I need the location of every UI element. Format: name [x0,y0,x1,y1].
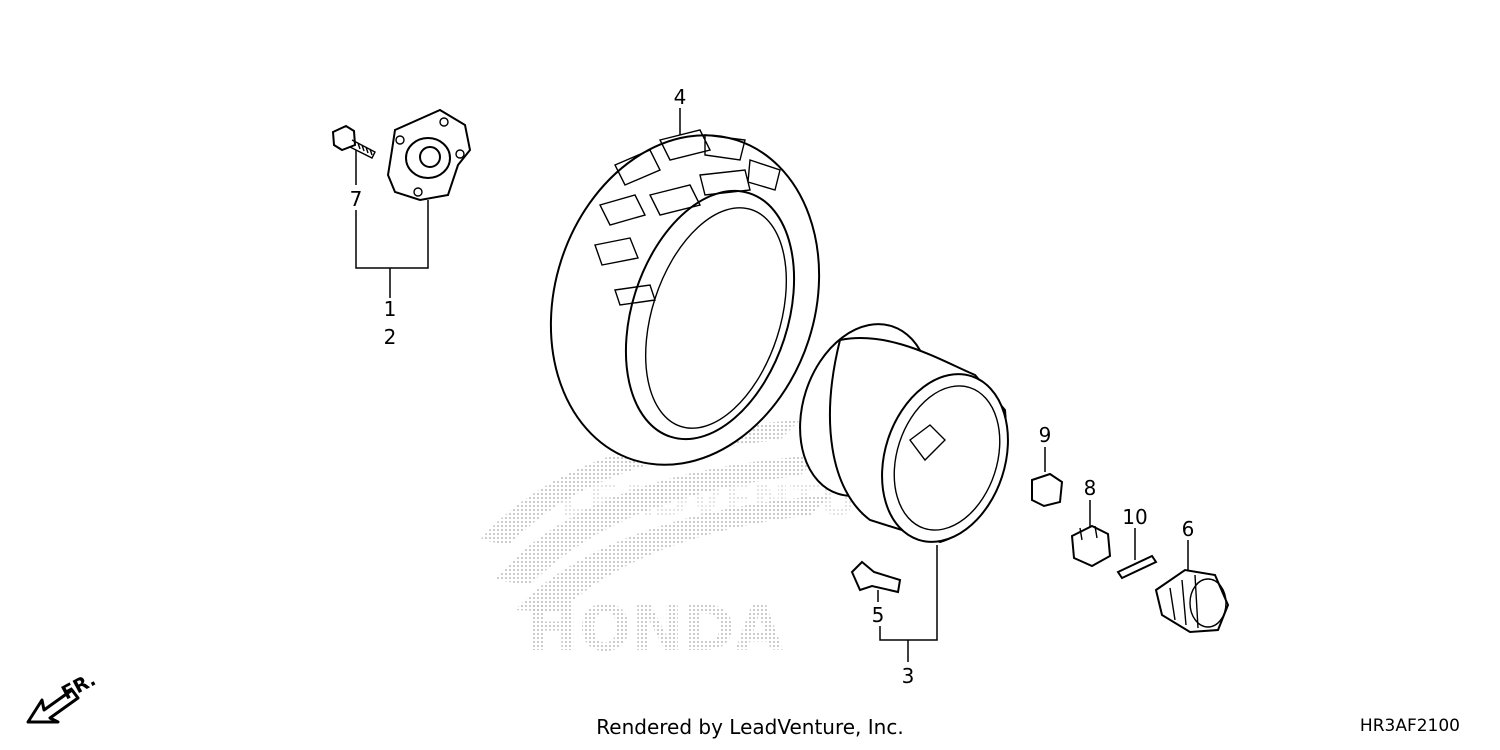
callout-6[interactable]: 6 [1182,517,1195,541]
rendered-by-text: Rendered by LeadVenture, Inc. [596,715,904,739]
footer: Rendered by LeadVenture, Inc. [0,715,1500,739]
cotter-pin-part-10[interactable] [1116,554,1158,580]
watermark: LEADVENTURE HONDA [480,420,920,665]
callout-8[interactable]: 8 [1084,476,1097,500]
wing-watermark [480,420,830,612]
tire-part-4[interactable] [509,100,860,500]
callout-3[interactable]: 3 [902,664,915,688]
front-direction-indicator: FR. [26,668,99,724]
castle-nut-part-8[interactable] [1070,524,1112,568]
hub-part-1-2[interactable] [386,108,472,202]
callouts: 1 2 3 4 5 6 7 8 9 10 [350,85,1195,688]
callout-10[interactable]: 10 [1122,505,1147,529]
valve-part-5[interactable] [850,560,902,594]
bolt-part-7[interactable] [331,124,376,159]
callout-9[interactable]: 9 [1039,423,1052,447]
callout-2[interactable]: 2 [384,325,397,349]
nut-part-9[interactable] [1031,472,1064,508]
diagram-code: HR3AF2100 [1359,716,1460,736]
leader-lines [355,108,1189,662]
hub-cap-part-6[interactable] [1154,568,1230,634]
rim-part-3[interactable] [779,307,1029,558]
callout-4[interactable]: 4 [674,85,687,109]
callout-1[interactable]: 1 [384,297,397,321]
callout-7[interactable]: 7 [350,187,363,211]
front-arrow-icon [26,688,80,724]
callout-5[interactable]: 5 [872,603,885,627]
brand-watermark: HONDA [527,592,783,665]
